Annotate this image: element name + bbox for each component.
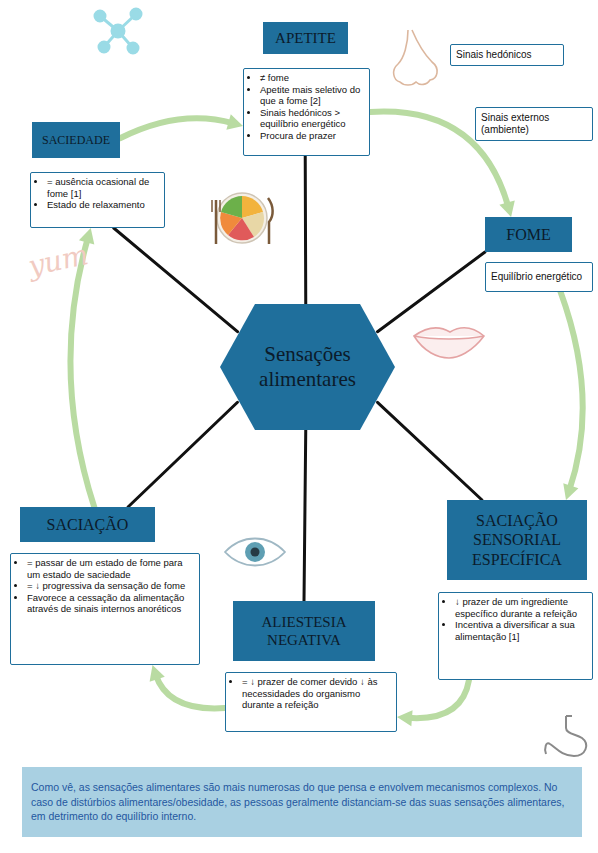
arrow-head — [150, 665, 165, 682]
central-hexagon: Sensações alimentares — [220, 304, 395, 430]
spoke-stroke — [378, 402, 483, 500]
eye-icon — [225, 539, 285, 566]
spoke-stroke — [114, 228, 238, 332]
bullet-item: = ↓ progressiva da sensação de fome — [27, 580, 195, 592]
cycle-arrow — [561, 292, 583, 500]
bullet-item: = passar de um estado de fome para um es… — [27, 557, 195, 580]
bullet-box: = passar de um estado de fome para um es… — [10, 553, 200, 665]
cycle-arrow — [150, 665, 225, 708]
node-text: Sinais hedónicos — [456, 49, 532, 62]
node-text: Sensações alimentares — [252, 342, 363, 392]
bullet-item: = ↓ prazer de comer devido ↓ às necessid… — [242, 676, 392, 711]
bullet-item: Favorece a cessação da alimentação atrav… — [27, 592, 195, 615]
bullet-item: Incentiva a diversificar a sua alimentaç… — [455, 619, 588, 642]
node-text: Equilíbrio energético — [491, 271, 582, 284]
arrow-line — [70, 238, 94, 507]
heading-box: SACIAÇÃO SENSORIAL ESPECÍFICA — [447, 500, 587, 580]
bullet-item: Estado de relaxamento — [47, 199, 160, 211]
arrow-head — [563, 483, 578, 500]
node-text: ALIESTESIA NEGATIVA — [239, 613, 369, 650]
spoke-line — [128, 402, 238, 507]
cycle-arrow — [120, 114, 243, 138]
arrow-head — [226, 114, 243, 129]
bullet-item: = ausência ocasional de fome [1] — [47, 176, 160, 199]
heading-box: APETITE — [263, 22, 348, 54]
node-text: SACIEDADE — [42, 133, 110, 148]
heading-box: FOME — [485, 217, 572, 252]
hexagon-fill — [220, 304, 395, 430]
bullet-item: Sinais hedónicos > equilíbrio energético — [260, 107, 365, 130]
lips-icon — [414, 328, 484, 358]
bullet-list: ↓ prazer de um ingrediente específico du… — [443, 596, 588, 642]
spoke-stroke — [304, 430, 306, 601]
bullet-item: ≠ fome — [260, 72, 365, 84]
bullet-box: ≠ fomeApetite mais seletivo do que a fom… — [243, 68, 370, 156]
spoke-stroke — [128, 402, 238, 507]
arrow-line — [156, 674, 225, 708]
node-text: APETITE — [275, 29, 336, 47]
spoke-line — [114, 228, 238, 332]
cycle-arrow — [397, 680, 469, 726]
bullet-list: = passar de um estado de fome para um es… — [15, 557, 195, 615]
stomach-icon — [545, 716, 586, 756]
bullet-item: ↓ prazer de um ingrediente específico du… — [455, 596, 588, 619]
spoke-stroke — [304, 156, 308, 304]
bullet-box: ↓ prazer de um ingrediente específico du… — [438, 592, 593, 680]
node-text: Sinais externos (ambiente) — [481, 112, 587, 137]
heading-box: SACIEDADE — [32, 122, 120, 158]
spoke-stroke — [378, 252, 486, 332]
note-box: Sinais externos (ambiente) — [475, 107, 593, 141]
spoke-line — [305, 156, 307, 304]
note-text: Como vê, as sensações alimentares são ma… — [31, 780, 573, 824]
bullet-box: = ausência ocasional de fome [1]Estado d… — [30, 172, 165, 228]
arrow-head — [499, 200, 514, 217]
arrow-line — [120, 118, 233, 138]
note-band: Como vê, as sensações alimentares são ma… — [22, 767, 582, 837]
bullet-list: = ↓ prazer de comer devido ↓ às necessid… — [230, 676, 392, 711]
arrow-head — [397, 710, 413, 726]
arrow-line — [561, 292, 583, 491]
plate-icon — [212, 193, 273, 244]
bullet-box: = ↓ prazer de comer devido ↓ às necessid… — [225, 672, 397, 732]
spoke-line — [378, 402, 483, 500]
spoke-line — [378, 252, 486, 332]
bullet-item: Apetite mais seletivo do que a fome [2] — [260, 84, 365, 107]
heading-box: SACIAÇÃO — [20, 507, 155, 542]
spoke-line — [304, 430, 306, 601]
decorative-word: yum — [25, 238, 91, 283]
heading-box: ALIESTESIA NEGATIVA — [233, 601, 375, 661]
node-text: SACIAÇÃO SENSORIAL ESPECÍFICA — [453, 511, 581, 570]
note-box: Sinais hedónicos — [450, 44, 564, 66]
nose-icon — [394, 30, 437, 85]
bullet-list: ≠ fomeApetite mais seletivo do que a fom… — [248, 72, 365, 141]
note-box: Equilíbrio energético — [485, 262, 593, 292]
node-text: SACIAÇÃO — [47, 515, 129, 535]
arrow-line — [407, 680, 469, 718]
node-text: FOME — [506, 225, 550, 245]
molecule-icon — [95, 9, 141, 53]
bullet-item: Procura de prazer — [260, 130, 365, 142]
bullet-list: = ausência ocasional de fome [1]Estado d… — [35, 176, 160, 211]
